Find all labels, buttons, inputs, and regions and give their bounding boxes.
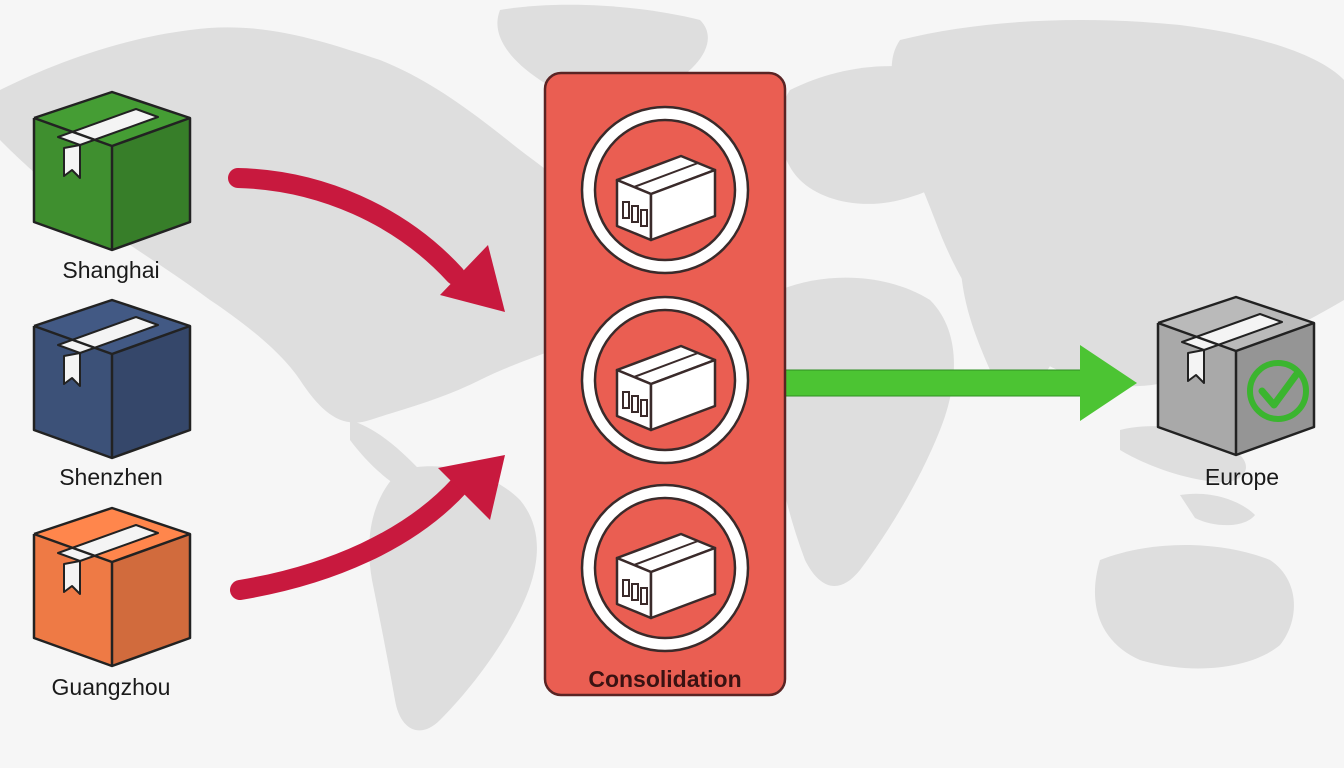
inbound-arrow-shanghai <box>228 168 465 285</box>
destination-label: Europe <box>1204 464 1280 490</box>
hub-label: Consolidation <box>588 666 742 692</box>
origin-label-shanghai: Shanghai <box>62 257 160 283</box>
check-circle-icon <box>1247 360 1309 422</box>
package-box-icon <box>1156 295 1316 457</box>
package-box-icon <box>32 298 192 460</box>
hub-package-1 <box>580 105 750 275</box>
inbound-arrow-guangzhou <box>230 475 470 600</box>
origin-label-guangzhou: Guangzhou <box>51 674 171 700</box>
inbound-arrowhead-shanghai <box>440 245 505 312</box>
outbound-arrowhead <box>1080 345 1137 421</box>
package-box-icon <box>32 506 192 668</box>
origin-box-shanghai <box>32 90 192 252</box>
origin-box-shenzhen <box>32 298 192 460</box>
inbound-arrowhead-guangzhou <box>438 455 505 520</box>
outbound-arrow-shaft <box>784 369 1086 397</box>
package-box-icon <box>32 90 192 252</box>
destination-box-europe <box>1156 295 1316 457</box>
origin-label-shenzhen: Shenzhen <box>59 464 163 490</box>
origin-box-guangzhou <box>32 506 192 668</box>
hub-package-3 <box>580 483 750 653</box>
hub-package-2 <box>580 295 750 465</box>
